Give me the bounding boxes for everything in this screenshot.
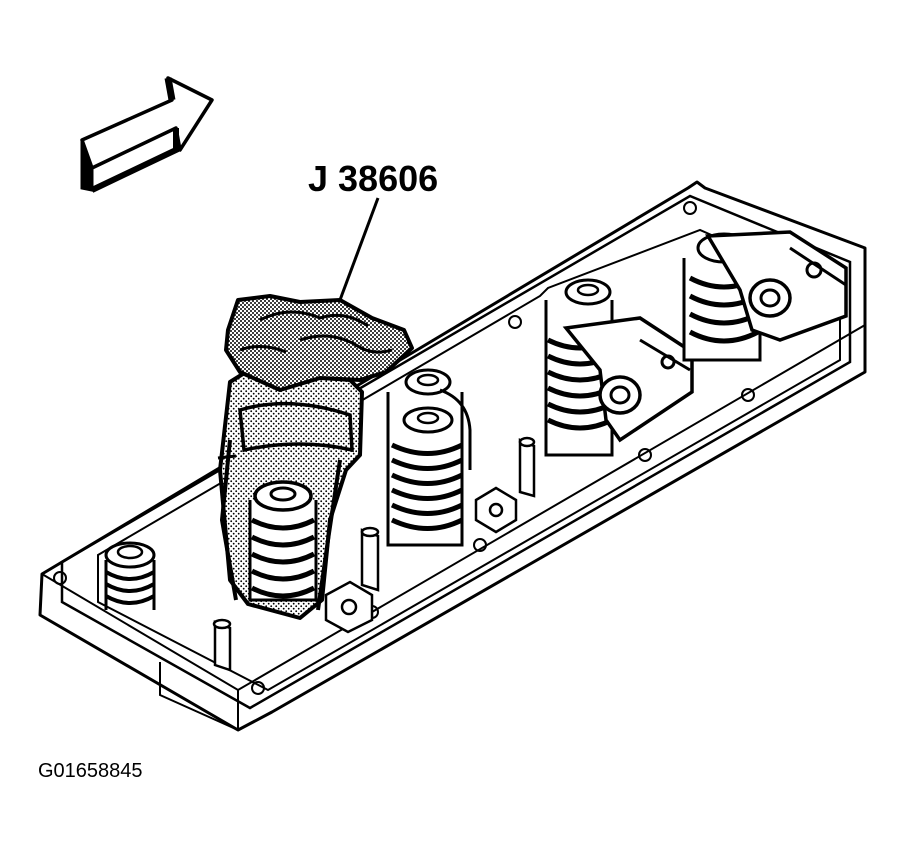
valve-spring-compressor-icon (217, 294, 414, 620)
figure-id: G01658845 (38, 760, 143, 782)
cast-detail-icon (324, 486, 518, 634)
callout-leader-line (338, 197, 380, 301)
pushrod-icon (212, 436, 536, 672)
valve-spring-icon (544, 278, 694, 457)
direction-arrow-icon (80, 76, 214, 193)
tool-callout-label: J 38606 (308, 158, 439, 199)
valve-spring-icon (682, 230, 848, 362)
valve-spring-icon (386, 368, 472, 547)
valve-spring-icon (104, 541, 156, 610)
